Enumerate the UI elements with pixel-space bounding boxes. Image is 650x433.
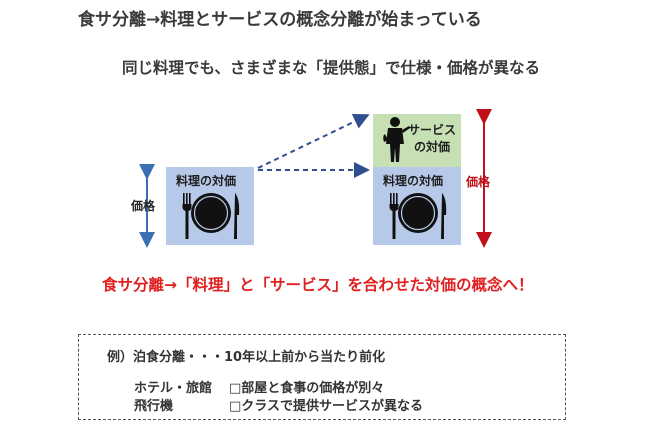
service-price-label-line2: の対価 — [414, 140, 451, 154]
dish-price-label-right: 料理の対価 — [383, 174, 444, 188]
example-row-text: □クラスで提供サービスが異なる — [229, 399, 424, 414]
example-row-label: ホテル・旅館 — [134, 381, 213, 396]
example-row-label: 飛行機 — [134, 399, 174, 414]
example-row-text: □部屋と食事の価格が別々 — [229, 381, 385, 396]
slide-subtitle: 同じ料理でも、さまざまな「提供態」で仕様・価格が異なる — [122, 59, 541, 77]
example-heading: 例）泊食分離・・・10年以上前から当たり前化 — [107, 350, 386, 365]
plate-cutlery-icon — [389, 193, 447, 239]
service-price-label-line1: サービス — [408, 123, 457, 137]
dashed-arrow-to-service — [257, 113, 370, 169]
price-label-left: 価格 — [131, 199, 156, 213]
plate-cutlery-icon — [182, 193, 240, 239]
key-message: 食サ分離→「料理」と「サービス」を合わせた対価の概念へ！ — [102, 276, 534, 294]
price-label-right: 価格 — [466, 175, 491, 189]
dish-price-label-left: 料理の対価 — [176, 174, 237, 188]
slide-title: 食サ分離→料理とサービスの概念分離が始まっている — [78, 10, 482, 30]
example-box: 例）泊食分離・・・10年以上前から当たり前化 ホテル・旅館 □部屋と食事の価格が… — [78, 334, 566, 420]
waiter-icon — [383, 117, 410, 162]
